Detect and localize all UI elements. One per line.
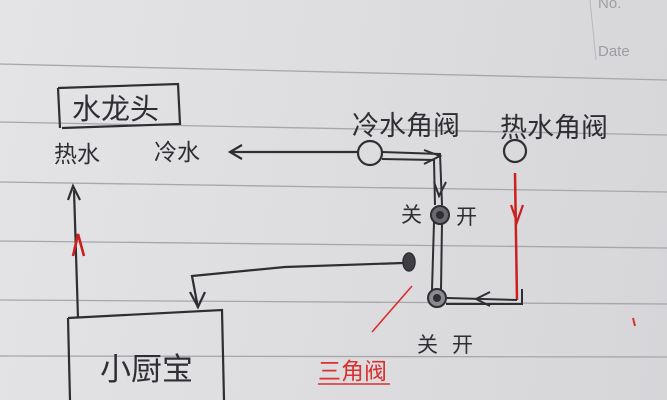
three-way-valve-label: 三角阀 xyxy=(318,359,387,385)
hot-valve-pipe xyxy=(446,172,525,307)
arrow-right-icon xyxy=(423,149,443,165)
arrow-down-icon xyxy=(189,291,206,310)
three-way-valve-body xyxy=(431,221,443,291)
faucet-box xyxy=(56,82,182,130)
open-label-bottom: 开 xyxy=(452,333,473,357)
cold-angle-valve xyxy=(356,139,384,167)
arrow-left-icon xyxy=(473,291,491,307)
upper-valve-center xyxy=(436,211,444,219)
arrow-left-icon xyxy=(227,144,243,160)
water-heater-label: 小厨宝 xyxy=(100,352,193,388)
heater-inlet-pipe xyxy=(189,261,404,310)
cold-supply-line xyxy=(227,144,357,160)
ruled-lines xyxy=(0,63,667,358)
side-outlet-valve xyxy=(402,252,416,272)
cold-valve-label: 冷水角阀 xyxy=(352,111,460,142)
hot-supply-line xyxy=(66,183,86,319)
hot-valve-label: 热水角阀 xyxy=(500,113,608,144)
cold-valve-pipe xyxy=(381,149,447,206)
faucet-label: 水龙头 xyxy=(72,92,159,126)
no-label: No. xyxy=(598,0,621,12)
hot-angle-valve xyxy=(502,138,528,164)
red-mark xyxy=(632,317,636,327)
cold-water-label: 冷水 xyxy=(154,140,200,166)
arrow-up-icon xyxy=(66,183,81,201)
arrow-down-icon xyxy=(433,181,447,199)
hot-water-label: 热水 xyxy=(54,142,100,168)
annotation-stroke xyxy=(371,285,413,333)
close-label-top: 关 xyxy=(401,203,422,227)
margin-line xyxy=(589,0,597,61)
open-label-top: 开 xyxy=(456,205,477,229)
date-label: Date xyxy=(598,43,630,60)
close-label-bottom: 关 xyxy=(417,333,438,357)
arrow-down-icon xyxy=(509,204,525,226)
water-heater-box xyxy=(66,308,226,400)
red-arrow-up-icon xyxy=(71,233,86,257)
lower-valve-center xyxy=(433,294,441,302)
